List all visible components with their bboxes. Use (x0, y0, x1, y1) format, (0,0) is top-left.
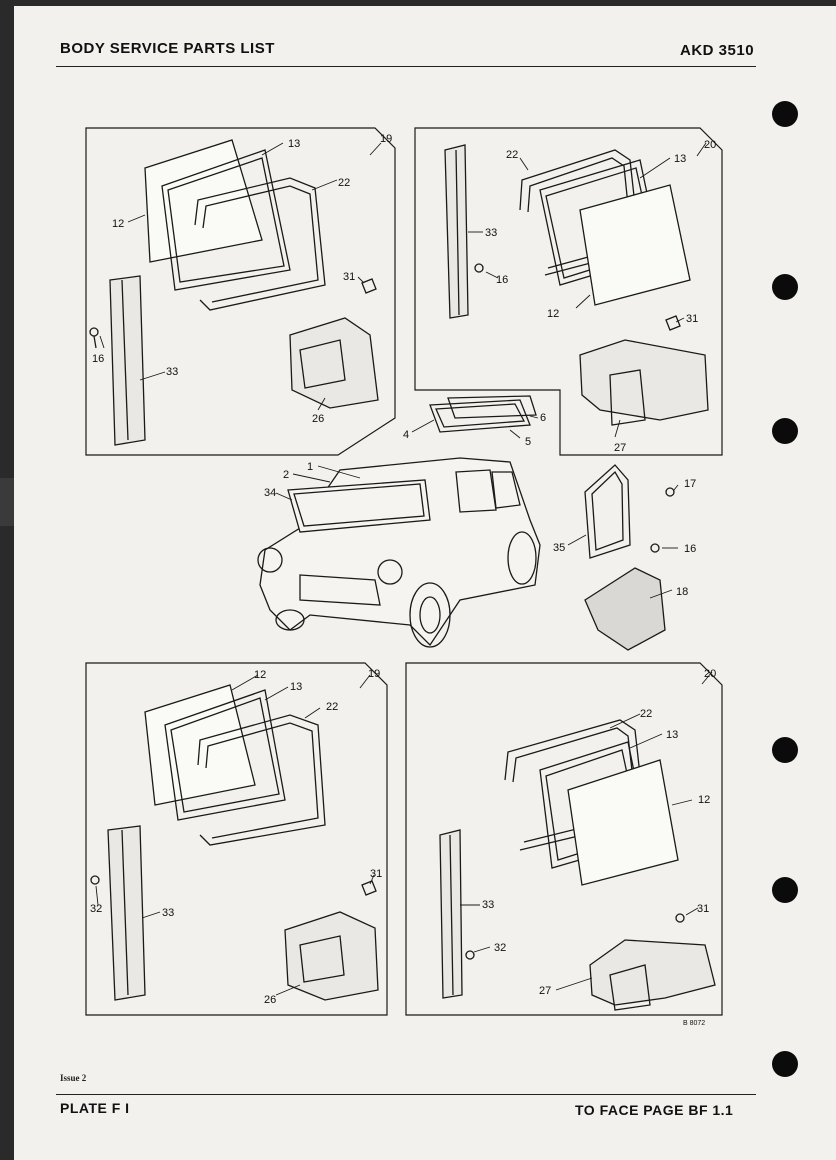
hinge-bracket (289, 317, 379, 409)
hinge-strip (107, 825, 146, 1001)
issue-number: Issue 2 (60, 1073, 87, 1083)
channel-frame (161, 149, 291, 291)
binder-hole (772, 101, 798, 127)
callout-number: 2 (283, 469, 289, 481)
callout-number: 26 (312, 413, 324, 425)
callout-number: 31 (370, 868, 382, 880)
page-title: BODY SERVICE PARTS LIST (60, 40, 275, 57)
catch-block (584, 567, 666, 651)
bottom-left-window-assembly (90, 684, 379, 1001)
quarter-light-seal (584, 464, 631, 559)
panel-number: 19 (368, 668, 380, 680)
callout-number: 12 (547, 308, 559, 320)
callout-number: 33 (485, 227, 497, 239)
door-window (455, 469, 497, 513)
panel-number: 20 (704, 139, 716, 151)
hinge-bracket (579, 339, 709, 421)
callout-number: 12 (698, 794, 710, 806)
document-code: AKD 3510 (680, 42, 755, 59)
bottom-right-window-assembly (439, 719, 716, 1011)
top-left-window-assembly (89, 139, 379, 446)
callout-number: 31 (343, 271, 355, 283)
callout-number: 26 (264, 994, 276, 1006)
plate-label: PLATE F I (60, 1100, 130, 1116)
callout-number: 33 (482, 899, 494, 911)
callout-number: 1 (307, 461, 313, 473)
callout-number: 22 (506, 149, 518, 161)
panel-frame-top-right (414, 127, 723, 456)
glass-pane (144, 139, 263, 263)
callout-number: 27 (539, 985, 551, 997)
binder-hole (772, 1051, 798, 1077)
callout-number: 22 (640, 708, 652, 720)
leader-lines (95, 142, 713, 996)
callout-number: 16 (684, 543, 696, 555)
binder-hole (772, 274, 798, 300)
callout-number: 35 (553, 542, 565, 554)
callout-number: 13 (674, 153, 686, 165)
glass-pane (579, 184, 691, 306)
hinge-bracket (284, 911, 379, 1001)
panel-number: 20 (704, 668, 716, 680)
callout-number: 33 (162, 907, 174, 919)
callout-number: 4 (403, 429, 409, 441)
drawing-reference: B 8072 (683, 1020, 705, 1027)
callout-number: 31 (686, 313, 698, 325)
panel-frame-top-left (85, 127, 396, 456)
callout-number: 22 (326, 701, 338, 713)
header-rule (56, 66, 756, 67)
face-page-label: TO FACE PAGE BF 1.1 (575, 1102, 734, 1118)
callout-labels: 13 12 22 31 16 33 26 19 22 13 33 16 12 3… (90, 133, 716, 1027)
glass-pane (567, 759, 679, 886)
callout-number: 33 (166, 366, 178, 378)
binder-hole (772, 877, 798, 903)
panel-number: 19 (380, 133, 392, 145)
hinge-bracket (589, 939, 716, 1006)
callout-number: 32 (494, 942, 506, 954)
binder-hole (772, 418, 798, 444)
callout-number: 18 (676, 586, 688, 598)
binder-hole (772, 737, 798, 763)
callout-number: 32 (90, 903, 102, 915)
callout-number: 5 (525, 436, 531, 448)
panel-frame-bottom-right (405, 662, 723, 1016)
callout-number: 16 (92, 353, 104, 365)
callout-number: 22 (338, 177, 350, 189)
callout-number: 27 (614, 442, 626, 454)
callout-number: 13 (288, 138, 300, 150)
callout-number: 13 (666, 729, 678, 741)
callout-number: 12 (254, 669, 266, 681)
hinge-strip (109, 275, 146, 446)
callout-number: 13 (290, 681, 302, 693)
callout-number: 16 (496, 274, 508, 286)
callout-number: 17 (684, 478, 696, 490)
callout-number: 34 (264, 487, 276, 499)
callout-number: 31 (697, 903, 709, 915)
hinge-strip (444, 144, 469, 319)
top-right-window-assembly (444, 144, 709, 426)
car-and-seals (257, 395, 675, 651)
footer-rule (56, 1094, 756, 1095)
callout-number: 12 (112, 218, 124, 230)
panel-frame-bottom-left (85, 662, 388, 1016)
callout-number: 6 (540, 412, 546, 424)
